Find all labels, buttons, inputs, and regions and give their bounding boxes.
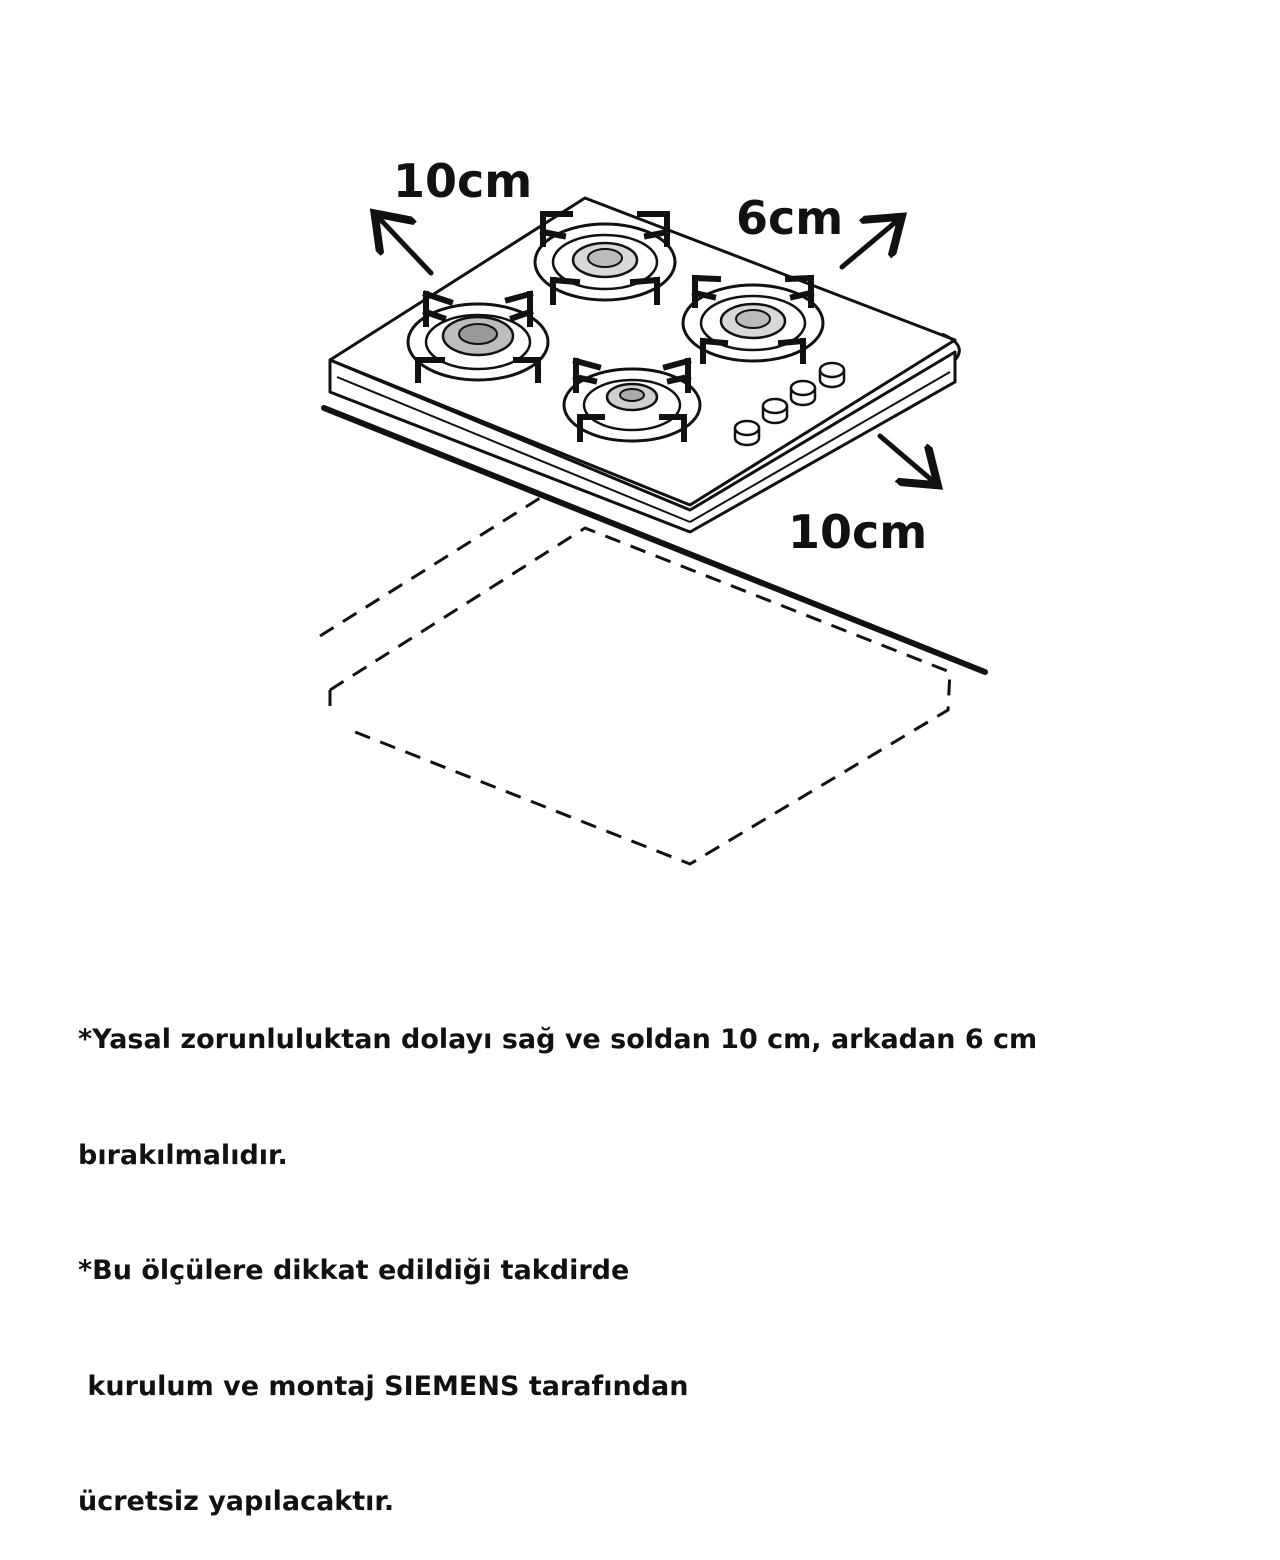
burner-front-left: [406, 290, 550, 383]
knob-icon: [789, 379, 817, 407]
arrow-icon-back: [839, 220, 898, 270]
installation-diagram: 10cm 6cm 10cm: [319, 154, 988, 866]
gas-hob-icon: [328, 196, 961, 534]
arrow-icon-left: [378, 217, 434, 276]
knob-icon: [733, 419, 761, 447]
note-line: bırakılmalıdır.: [78, 1139, 288, 1171]
arrow-icon-right: [877, 433, 934, 482]
clearance-label-back: 6cm: [736, 191, 843, 245]
countertop-edge: [321, 405, 988, 675]
knob-icon: [761, 397, 789, 425]
burner-back-right: [681, 274, 825, 364]
burner-front-center: [562, 357, 702, 443]
burner-back-left: [533, 211, 677, 305]
clearance-label-right: 10cm: [788, 505, 927, 559]
note-line: *Yasal zorunluluktan dolayı sağ ve solda…: [78, 1024, 1038, 1055]
note-line: ücretsiz yapılacaktır.: [78, 1486, 395, 1517]
knob-icon: [818, 361, 846, 389]
knob-icons: [733, 361, 846, 447]
note-line: kurulum ve montaj SIEMENS tarafından: [78, 1370, 689, 1402]
clearance-label-left: 10cm: [393, 154, 532, 208]
installation-notes: *Yasal zorunluluktan dolayı sağ ve solda…: [78, 944, 1228, 1560]
cabinet-cutout-outline: [319, 496, 952, 866]
note-line: *Bu ölçülere dikkat edildiği takdirde: [78, 1255, 630, 1286]
